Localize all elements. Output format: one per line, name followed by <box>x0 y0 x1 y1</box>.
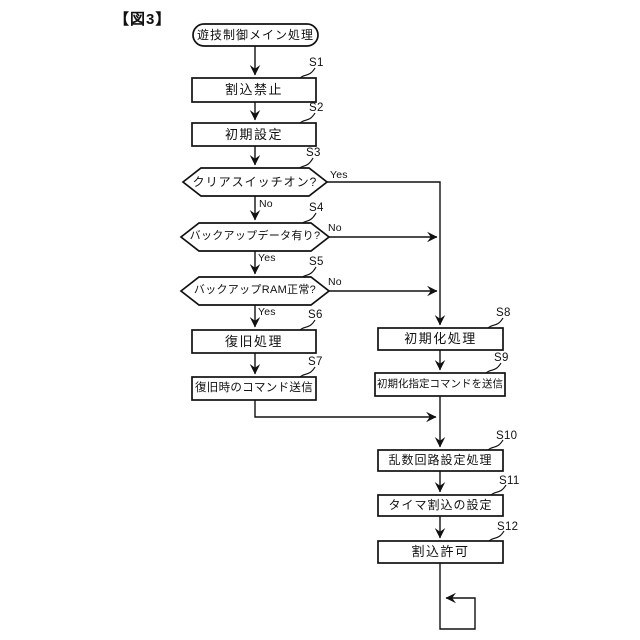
shape-s7-process <box>191 376 317 401</box>
shape-s3-decision <box>181 167 329 197</box>
shape-start-terminator <box>192 23 319 47</box>
branch-label-s5-no: No <box>328 276 342 288</box>
step-label-s2: S2 <box>309 102 324 114</box>
step-label-s10: S10 <box>496 430 518 442</box>
step-label-s1: S1 <box>309 57 324 69</box>
node-s4-label: バックアップデータ有り? <box>189 230 321 243</box>
connector-s7-merge <box>254 400 437 423</box>
node-s5-label: バックアップRAM正常? <box>193 284 317 297</box>
shape-s4-decision <box>179 222 331 252</box>
shape-s9-process <box>374 372 506 397</box>
shape-s5-decision <box>179 276 331 306</box>
node-s9-label: 初期化指定コマンドを送信 <box>377 377 503 390</box>
shape-s10-process <box>377 449 504 472</box>
step-label-s4: S4 <box>309 202 324 214</box>
branch-label-s5-yes: Yes <box>258 306 276 318</box>
step-label-s5: S5 <box>309 256 324 268</box>
step-label-s7: S7 <box>308 356 323 368</box>
branch-label-s4-yes: Yes <box>258 252 276 264</box>
connector-s3-yes-s8 <box>327 181 446 326</box>
step-label-s12: S12 <box>497 521 519 533</box>
node-s1-label: 割込禁止 <box>224 82 283 98</box>
step-label-s6: S6 <box>308 309 323 321</box>
figure-label: 【図3】 <box>114 11 172 28</box>
shape-s6-process <box>191 329 317 354</box>
branch-label-s3-yes: Yes <box>330 169 348 181</box>
step-label-s8: S8 <box>496 307 511 319</box>
step-label-s3: S3 <box>306 147 321 159</box>
node-start-label: 遊技制御メイン処理 <box>196 27 314 42</box>
shape-s8-process <box>377 327 504 351</box>
shape-s1-process <box>191 77 317 103</box>
node-s11-label: タイマ割込の設定 <box>388 498 493 513</box>
branch-label-s3-no: No <box>259 198 273 210</box>
step-label-s11: S11 <box>499 475 520 487</box>
node-s10-label: 乱数回路設定処理 <box>388 453 493 468</box>
node-s8-label: 初期化処理 <box>404 331 477 347</box>
branch-label-s4-no: No <box>328 222 342 234</box>
node-s12-label: 割込許可 <box>411 544 470 560</box>
step-label-s9: S9 <box>494 352 509 364</box>
node-s7-label: 復旧時のコマンド送信 <box>195 382 313 395</box>
shape-s2-process <box>191 122 317 147</box>
node-s6-label: 復旧処理 <box>224 333 283 349</box>
shape-s12-process <box>377 540 504 564</box>
node-s3-label: クリアスイッチオン? <box>192 174 318 189</box>
connector-endless-loop <box>439 563 476 630</box>
node-s2-label: 初期設定 <box>224 126 283 142</box>
shape-s11-process <box>377 494 504 517</box>
